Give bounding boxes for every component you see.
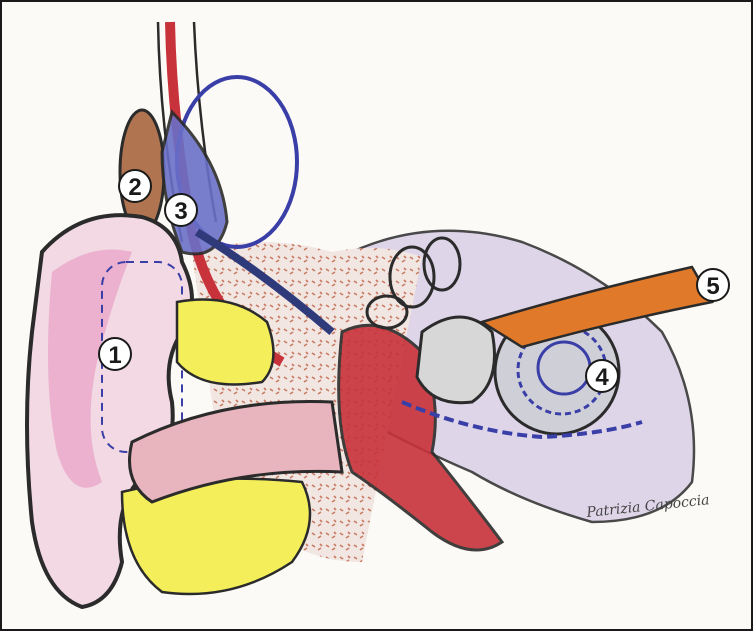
svg-text:4: 4 bbox=[595, 364, 609, 391]
svg-text:3: 3 bbox=[174, 198, 187, 225]
marker-2: 2 bbox=[119, 170, 151, 202]
marker-4: 4 bbox=[586, 360, 618, 392]
svg-text:2: 2 bbox=[128, 174, 141, 201]
vestibule bbox=[417, 317, 495, 403]
marker-1: 1 bbox=[99, 338, 131, 370]
blue-pouch bbox=[162, 112, 227, 254]
marker-3: 3 bbox=[165, 194, 197, 226]
svg-text:5: 5 bbox=[706, 273, 719, 300]
svg-text:1: 1 bbox=[108, 342, 121, 369]
marker-5: 5 bbox=[697, 269, 729, 301]
